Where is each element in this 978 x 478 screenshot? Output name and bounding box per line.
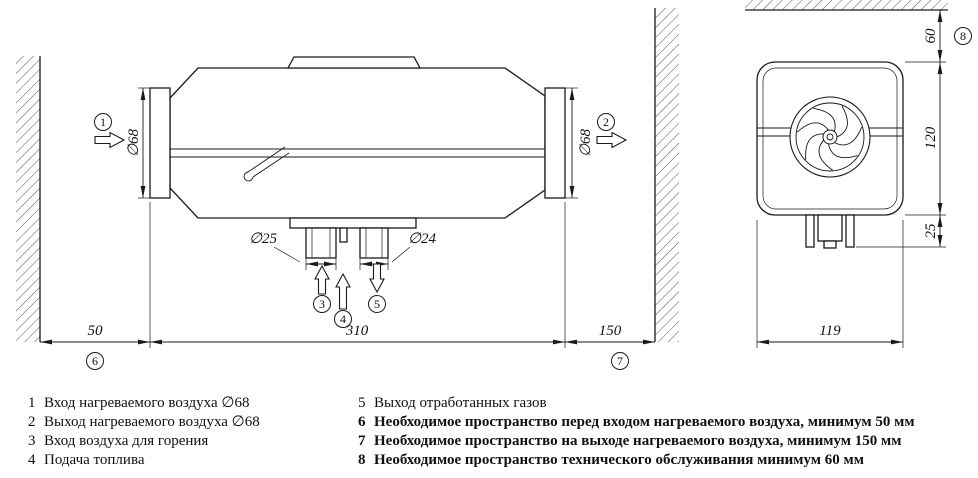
air-outlet-arrow-icon bbox=[596, 131, 628, 149]
dim-flange-left-label: ∅68 bbox=[126, 128, 142, 157]
bottom-mount-plate bbox=[289, 217, 417, 229]
dim-clearance-top-label: 60 bbox=[923, 28, 939, 44]
fan-blade bbox=[834, 126, 863, 146]
fan-impeller bbox=[789, 96, 871, 178]
fan-hub bbox=[822, 129, 838, 145]
fan-blade bbox=[836, 105, 848, 138]
callout-3-circle bbox=[313, 295, 331, 313]
dim-side-vertical: 60 120 25 8 bbox=[856, 10, 972, 248]
callout-4-number: 4 bbox=[340, 312, 346, 326]
dim-clearance-left-label: 50 bbox=[88, 323, 104, 339]
exhaust-pipe bbox=[359, 227, 389, 259]
fan-blade bbox=[813, 107, 836, 132]
callout-5-circle bbox=[368, 295, 386, 313]
fan-blade bbox=[796, 122, 829, 133]
side-view: 60 120 25 8 119 bbox=[745, 0, 972, 348]
dim-body-length-label: 310 bbox=[345, 323, 369, 339]
dim-bottom-chain: 50 310 150 6 7 bbox=[40, 202, 655, 370]
callout-5-number: 5 bbox=[374, 297, 380, 311]
wall-left-hatch bbox=[16, 56, 40, 342]
callout-air-outlet: 2 bbox=[596, 113, 628, 149]
fan-hub-center bbox=[826, 133, 834, 141]
dim-stud-length-label: 25 bbox=[923, 223, 939, 239]
callout-1-number: 1 bbox=[100, 115, 106, 129]
callout-2-circle bbox=[597, 113, 615, 131]
wall-right bbox=[654, 8, 679, 342]
dim-flange-left: ∅68 bbox=[126, 87, 150, 199]
callout-3-number: 3 bbox=[319, 297, 325, 311]
callout-7-number: 7 bbox=[617, 354, 623, 368]
fan-blade bbox=[827, 143, 858, 159]
dim-clearance-right-label: 150 bbox=[599, 323, 622, 339]
fuel-stub bbox=[339, 227, 348, 243]
dim-side-width: 119 bbox=[756, 220, 904, 348]
leader-line bbox=[273, 246, 301, 263]
callout-exhaust: 5 bbox=[368, 263, 386, 313]
wall-left bbox=[16, 56, 41, 342]
air-inlet-arrow-icon bbox=[94, 131, 126, 149]
heater-body bbox=[149, 56, 566, 259]
leader-line bbox=[391, 246, 411, 263]
callout-8-circle bbox=[954, 27, 972, 45]
flange-outlet bbox=[544, 87, 566, 199]
fan-ring-inner bbox=[795, 102, 865, 172]
dim-flange-right: ∅68 bbox=[565, 87, 594, 199]
dim-pipes: ∅25 ∅24 bbox=[249, 231, 437, 270]
callout-6-circle bbox=[86, 352, 104, 370]
exhaust-arrow-icon bbox=[369, 263, 385, 294]
dim-pipe-exhaust-label: ∅24 bbox=[408, 231, 437, 247]
combustion-air-arrow-icon bbox=[314, 264, 330, 295]
combustion-air-pipe bbox=[305, 227, 337, 259]
center-connector bbox=[817, 214, 843, 242]
main-view: 1 2 ∅68 ∅68 bbox=[16, 8, 679, 370]
callout-4-circle bbox=[334, 310, 352, 328]
fuel-arrow-icon bbox=[335, 272, 351, 310]
ceiling-hatch bbox=[745, 0, 948, 10]
dim-pipe-intake-label: ∅25 bbox=[249, 231, 278, 247]
callout-combustion-air: 3 bbox=[313, 264, 331, 313]
side-housing-inner bbox=[762, 67, 898, 210]
heater-body-outline bbox=[169, 67, 546, 219]
callout-fuel: 4 bbox=[334, 272, 352, 328]
dim-body-height-label: 120 bbox=[923, 126, 939, 149]
stud-left bbox=[805, 214, 815, 248]
callout-6-number: 6 bbox=[92, 354, 98, 368]
callout-air-inlet: 1 bbox=[94, 113, 126, 149]
mounting-studs bbox=[805, 214, 855, 249]
wall-right-hatch bbox=[655, 8, 679, 342]
callout-7-circle bbox=[611, 352, 629, 370]
ceiling bbox=[745, 0, 948, 11]
fuel-pickup-tube bbox=[243, 146, 290, 182]
side-housing bbox=[756, 61, 904, 249]
callout-1-circle bbox=[94, 113, 112, 131]
stud-right bbox=[845, 214, 855, 248]
flange-inlet bbox=[149, 87, 171, 199]
fan-blade bbox=[818, 139, 833, 171]
callout-8-number: 8 bbox=[960, 29, 966, 43]
fan-blade bbox=[805, 133, 824, 160]
center-connector-tip bbox=[823, 240, 837, 249]
heater-top-cover bbox=[286, 56, 422, 69]
dim-flange-right-label: ∅68 bbox=[578, 128, 594, 157]
callout-2-number: 2 bbox=[603, 115, 609, 129]
dim-body-width-label: 119 bbox=[819, 323, 841, 339]
